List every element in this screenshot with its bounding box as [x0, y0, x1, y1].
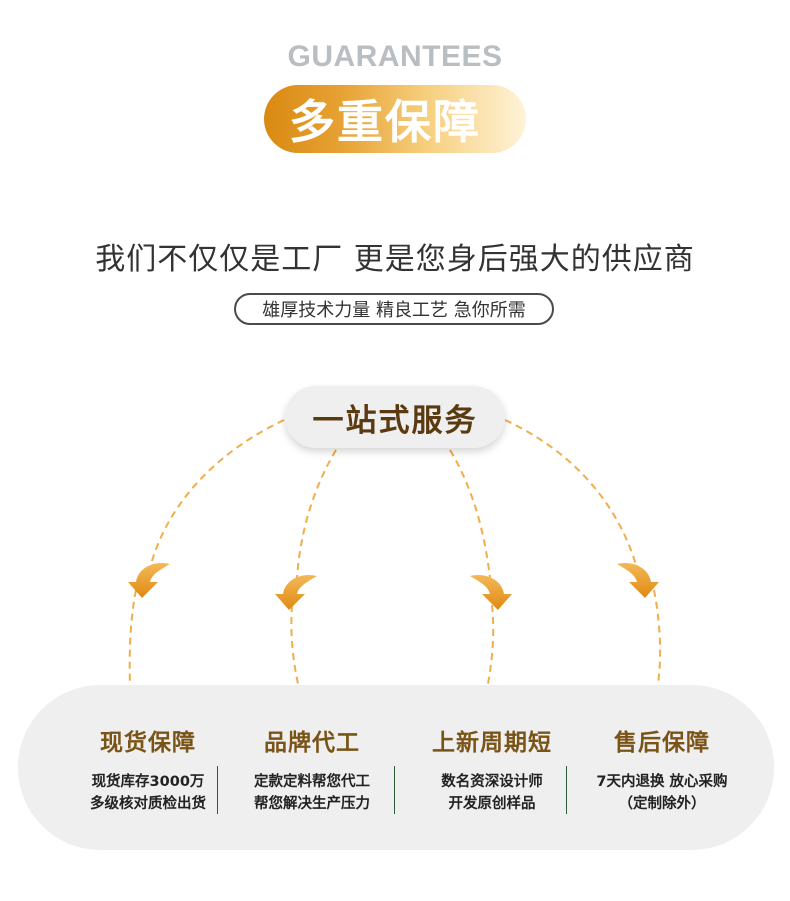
curved-arrow-icon	[275, 574, 317, 610]
section-title: 多重保障	[289, 95, 481, 149]
section-eyebrow: GUARANTEES	[287, 40, 503, 73]
guarantee-item-new-arrivals: 上新周期短 数名资深设计师 开发原创样品	[397, 685, 587, 850]
guarantee-desc-line1: 数名资深设计师	[441, 774, 543, 790]
one-stop-service-label: 一站式服务	[312, 402, 478, 439]
flow-line-8	[653, 589, 662, 685]
flow-line-7	[487, 604, 495, 685]
flow-line-2	[296, 449, 337, 579]
column-divider	[566, 766, 567, 814]
guarantee-panel: 现货保障 现货库存3000万 多级核对质检出货 品牌代工 定款定料帮您代工 帮您…	[18, 685, 774, 850]
one-stop-service-badge: 一站式服务	[285, 386, 505, 448]
title-badge: 多重保障	[264, 85, 526, 153]
guarantee-desc-line2: 多级核对质检出货	[90, 796, 206, 812]
column-divider	[394, 766, 395, 814]
guarantee-desc-line1: 现货库存3000万	[91, 774, 205, 790]
flow-line-3	[449, 449, 491, 579]
flow-line-4	[504, 419, 638, 569]
guarantee-title: 现货保障	[100, 730, 196, 756]
guarantee-desc-line2: 帮您解决生产压力	[254, 796, 370, 812]
guarantee-item-stock: 现货保障 现货库存3000万 多级核对质检出货	[53, 685, 243, 850]
curved-arrow-icon	[617, 562, 659, 598]
tagline-text: 雄厚技术力量 精良工艺 急你所需	[262, 300, 526, 321]
guarantee-desc-line2: （定制除外）	[618, 796, 706, 812]
curved-arrow-icon	[128, 562, 170, 598]
guarantee-title: 售后保障	[614, 730, 710, 756]
guarantee-desc-line1: 7天内退换 放心采购	[596, 774, 728, 790]
tagline-badge: 雄厚技术力量 精良工艺 急你所需	[234, 293, 554, 325]
guarantee-desc-line2: 开发原创样品	[448, 796, 536, 812]
guarantee-title: 品牌代工	[264, 730, 360, 756]
headline: 我们不仅仅是工厂 更是您身后强大的供应商	[95, 242, 695, 277]
flow-line-1	[149, 419, 285, 569]
flow-line-6	[290, 604, 299, 685]
curved-arrow-icon	[470, 574, 512, 610]
guarantee-item-after-sales: 售后保障 7天内退换 放心采购 （定制除外）	[567, 685, 757, 850]
guarantee-item-oem: 品牌代工 定款定料帮您代工 帮您解决生产压力	[217, 685, 407, 850]
column-divider	[217, 766, 218, 814]
guarantee-title: 上新周期短	[432, 730, 552, 756]
guarantee-desc-line1: 定款定料帮您代工	[254, 774, 370, 790]
flow-line-5	[128, 589, 137, 685]
